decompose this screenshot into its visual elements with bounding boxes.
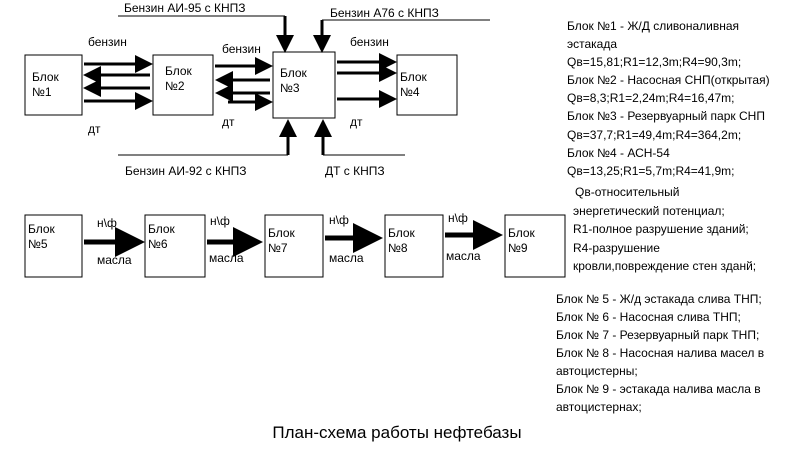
block-4-box <box>396 54 458 116</box>
block-8-box <box>384 214 444 278</box>
dt-label-1: дт <box>88 122 101 136</box>
a76-label: Бензин А76 с КНПЗ <box>330 6 439 20</box>
legend-mid-line: Qв-относительный <box>575 185 680 199</box>
benzin-label-3: бензин <box>350 35 389 49</box>
block-5-box <box>24 214 83 278</box>
nf-label-1: н\ф <box>97 216 117 230</box>
benzin-label-2: бензин <box>222 42 261 56</box>
nf-label-3: н\ф <box>329 213 349 227</box>
block-2-box <box>152 54 214 116</box>
legend-mid-line: R1-полное разрушение зданий; <box>573 222 749 236</box>
legend-top-line: Блок №2 - Насосная СНП(открытая) <box>567 73 770 87</box>
masla-label-2: масла <box>209 251 244 265</box>
legend-top-line: Qв=8,3;R1=2,24m;R4=16,47m; <box>567 91 735 105</box>
legend-top-line: Qв=13,25;R1=5,7m;R4=41,9m; <box>567 164 735 178</box>
legend-bottom-line: Блок № 6 - Насосная слива ТНП; <box>556 310 741 324</box>
masla-label-1: масла <box>97 253 132 267</box>
nf-label-2: н\ф <box>210 214 230 228</box>
block-3-box <box>272 51 336 119</box>
legend-bottom-line: автоцистернах; <box>556 400 642 414</box>
legend-top-line: Qв=37,7;R1=49,4m;R4=364,2m; <box>567 128 742 142</box>
ai92-label: Бензин АИ-92 с КНПЗ <box>125 164 247 178</box>
legend-bottom-line: Блок № 9 - эстакада налива масла в <box>556 382 761 396</box>
masla-label-4: масла <box>446 249 481 263</box>
benzin-label-1: бензин <box>88 35 127 49</box>
masla-label-3: масла <box>329 251 364 265</box>
legend-top-line: Блок №3 - Резервуарный парк СНП <box>567 109 765 123</box>
block-7-box <box>264 214 324 278</box>
legend-top-line: Блок №4 - АСН-54 <box>567 146 670 160</box>
diagram-caption: План-схема работы нефтебазы <box>272 423 522 442</box>
nf-label-4: н\ф <box>448 211 468 225</box>
legend-top-line: эстакада <box>567 37 618 51</box>
block-6-box <box>144 214 206 278</box>
legend-bottom-line: автоцистерны; <box>556 364 638 378</box>
legend-bottom-line: Блок № 7 - Резервуарный парк ТНП; <box>556 328 760 342</box>
block-1-box <box>24 54 83 116</box>
legend-bottom-line: Блок № 5 - Ж/д эстакада слива ТНП; <box>556 292 762 306</box>
legend-mid-line: кровли,повреждение стен зданй; <box>573 259 757 273</box>
dt-label-3: дт <box>350 115 363 129</box>
ai95-label: Бензин АИ-95 с КНПЗ <box>124 1 246 15</box>
block-9-box <box>504 214 566 278</box>
dt-label-2: дт <box>222 115 235 129</box>
legend-top-line: Qв=15,81;R1=12,3m;R4=90,3m; <box>567 55 742 69</box>
legend-bottom-line: Блок № 8 - Насосная налива масел в <box>556 346 765 360</box>
legend-mid-line: R4-разрушение <box>573 241 660 255</box>
legend-mid-line: энергетический потенциал; <box>573 204 725 218</box>
legend-top-line: Блок №1 - Ж/Д сливоналивная <box>567 19 740 33</box>
dt-knpz-label: ДТ с КНПЗ <box>325 164 385 178</box>
